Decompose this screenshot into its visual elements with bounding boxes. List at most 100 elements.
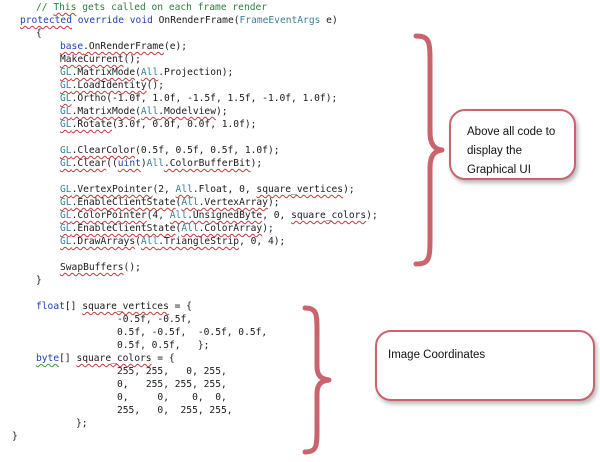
code-token: base bbox=[60, 41, 84, 52]
code-token: 255, 0, 255, 255, bbox=[117, 405, 233, 416]
code-token: 0.5f, 0.5f, }; bbox=[117, 340, 210, 351]
code-token: (3.0f, 0.0f, 0.0f, 1.0f); bbox=[112, 119, 257, 130]
code-token: uint bbox=[117, 158, 141, 169]
code-token: .Clear bbox=[71, 158, 107, 169]
code-token: square_colors bbox=[291, 210, 367, 221]
code-token: [] bbox=[64, 301, 83, 312]
code-token: .OnRenderFrame bbox=[83, 41, 164, 52]
code-token: .MatrixMode bbox=[71, 106, 136, 117]
code-line: byte[] square_colors = { bbox=[36, 352, 175, 365]
code-token: // bbox=[36, 2, 54, 13]
callout-gui-text: Above all code to display the Graphical … bbox=[467, 126, 556, 176]
code-token: (4, bbox=[146, 210, 170, 221]
code-token: ( bbox=[135, 106, 141, 117]
code-token: .MatrixMode bbox=[71, 67, 136, 78]
code-token: .Ortho(-1.0f, 1.0f, -1.5f, 1.5f, -1.0f, … bbox=[71, 93, 338, 104]
code-token: 0, 255, 255, 255, bbox=[117, 379, 227, 390]
code-token: OnRenderFrame( bbox=[152, 15, 240, 26]
code-token: .DrawArrays bbox=[71, 236, 136, 247]
code-token: GL bbox=[60, 119, 72, 130]
code-line: protected override void OnRenderFrame(Fr… bbox=[20, 14, 338, 27]
code-token: ( bbox=[135, 236, 141, 247]
code-token: .Float, 0, bbox=[192, 184, 257, 195]
code-token: GL bbox=[60, 158, 72, 169]
code-token: .TriangleStrip bbox=[158, 236, 240, 247]
callout-gui-code: Above all code to display the Graphical … bbox=[449, 109, 576, 180]
code-token: .LoadIdentity bbox=[71, 80, 147, 91]
code-token: , 0, bbox=[262, 210, 292, 221]
code-token: All bbox=[140, 106, 159, 117]
code-line: 0.5f, -0.5f, -0.5f, 0.5f, bbox=[117, 326, 267, 339]
curly-brace-annotation-2 bbox=[302, 305, 332, 455]
code-token: (2, bbox=[152, 184, 176, 195]
code-token: = { bbox=[151, 353, 175, 364]
code-line: // This gets called on each frame render bbox=[36, 1, 267, 14]
code-token: gets called on each frame render bbox=[76, 2, 268, 13]
code-token: ); bbox=[343, 184, 355, 195]
code-token: All bbox=[181, 223, 199, 234]
code-line: 0, 255, 255, 255, bbox=[117, 378, 227, 391]
code-token: (( bbox=[106, 158, 118, 169]
code-token: }; bbox=[76, 418, 88, 429]
code-token: ); bbox=[250, 158, 263, 169]
code-token: ) bbox=[140, 158, 147, 169]
code-token: (0.5f, 0.5f, 0.5f, 1.0f); bbox=[135, 145, 280, 156]
code-token: override bbox=[77, 15, 124, 26]
code-token: ); bbox=[262, 223, 274, 234]
code-line: GL.VertexPointer(2, All.Float, 0, square… bbox=[60, 183, 355, 196]
code-line: MakeCurrent(); bbox=[60, 53, 141, 66]
code-token: .UnsignedByte bbox=[187, 210, 263, 221]
code-token: GL bbox=[60, 210, 72, 221]
code-token: This bbox=[53, 2, 77, 13]
code-token: All bbox=[181, 197, 199, 208]
code-token: (); bbox=[123, 262, 141, 273]
code-token: GL bbox=[60, 93, 72, 104]
code-token: ); bbox=[366, 210, 378, 221]
code-line: GL.EnableClientState(All.ColorArray); bbox=[60, 222, 274, 235]
code-line: base.OnRenderFrame(e); bbox=[60, 40, 187, 53]
code-token: .ColorBufferBit bbox=[164, 158, 251, 169]
code-token: .Rotate bbox=[71, 119, 112, 130]
code-token: .EnableClientState bbox=[71, 197, 176, 208]
code-token: All bbox=[169, 210, 188, 221]
code-token: = { bbox=[168, 301, 192, 312]
code-line: 0, 0, 0, 0, bbox=[117, 391, 227, 404]
code-token: GL bbox=[60, 223, 72, 234]
code-token: .Projection); bbox=[158, 67, 234, 78]
code-token: GL bbox=[60, 145, 72, 156]
code-token: ( bbox=[175, 223, 182, 234]
code-line: float[] square_vertices = { bbox=[36, 300, 192, 313]
code-line: GL.MatrixMode(All.Projection); bbox=[60, 66, 233, 79]
code-token: protected bbox=[20, 15, 72, 26]
code-line: GL.EnableClientState(All.VertexArray); bbox=[60, 196, 280, 209]
code-line: GL.ColorPointer(4, All.UnsignedByte, 0, … bbox=[60, 209, 378, 222]
code-line: GL.LoadIdentity(); bbox=[60, 79, 164, 92]
code-line: GL.Ortho(-1.0f, 1.0f, -1.5f, 1.5f, -1.0f… bbox=[60, 92, 337, 105]
code-token: GL bbox=[60, 184, 72, 195]
code-token: .Modelview bbox=[158, 106, 216, 117]
code-token: void bbox=[129, 15, 153, 26]
code-token: 0.5f, -0.5f, -0.5f, 0.5f, bbox=[117, 327, 268, 338]
code-token: All bbox=[140, 67, 159, 78]
code-token: (e); bbox=[163, 41, 188, 52]
curly-brace-annotation-1 bbox=[413, 33, 445, 267]
code-line: GL.DrawArrays(All.TriangleStrip, 0, 4); bbox=[60, 235, 285, 248]
code-token: , 0, 4); bbox=[239, 236, 286, 247]
code-line: GL.MatrixMode(All.Modelview); bbox=[60, 105, 228, 118]
code-token: ( bbox=[135, 67, 141, 78]
code-token: ); bbox=[215, 106, 228, 117]
code-line: 255, 255, 0, 255, bbox=[117, 365, 227, 378]
callout-image-coordinates: Image Coordinates bbox=[375, 330, 595, 401]
code-token: GL bbox=[60, 236, 72, 247]
code-line: -0.5f, -0.5f, bbox=[117, 313, 192, 326]
callout-coords-text: Image Coordinates bbox=[388, 349, 486, 361]
code-token: square_vertices bbox=[256, 184, 344, 195]
code-token: All bbox=[146, 158, 164, 169]
code-line: GL.ClearColor(0.5f, 0.5f, 0.5f, 1.0f); bbox=[60, 144, 280, 157]
code-line: 0.5f, 0.5f, }; bbox=[117, 339, 209, 352]
code-token: GL bbox=[60, 106, 72, 117]
code-token: GL bbox=[60, 197, 72, 208]
code-line: } bbox=[12, 430, 18, 443]
code-line: { bbox=[36, 27, 42, 40]
code-token: square_vertices bbox=[82, 301, 169, 312]
